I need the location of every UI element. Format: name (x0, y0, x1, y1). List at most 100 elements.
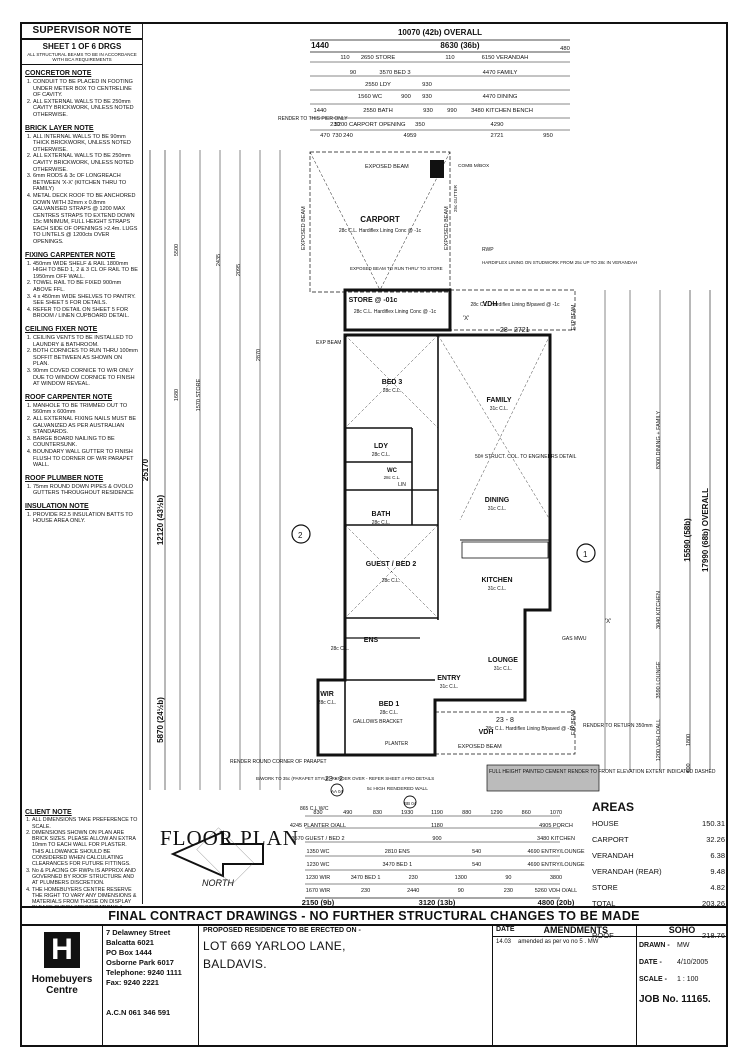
address-line: Osborne Park 6017 (106, 958, 174, 967)
note-item: MANHOLE TO BE TRIMMED OUT TO 560mm x 600… (33, 403, 139, 416)
drawn-label: DRAWN - (639, 942, 670, 949)
wir-sub: 28c C.L. (318, 700, 337, 706)
sheet-count: SHEET 1 OF 6 DRGS (42, 42, 122, 51)
bottom-dimension: 1230 WIR (306, 875, 330, 881)
supervisor-note-title: SUPERVISOR NOTE (22, 24, 142, 40)
note-list: CEILING VENTS TO BE INSTALLED TO LAUNDRY… (25, 335, 139, 388)
left-dimension: 25170 (141, 458, 150, 481)
render-band-note: FULL HEIGHT PAINTED CEMENT RENDER TO FRO… (489, 769, 716, 775)
area-value: 218.76 (702, 931, 725, 940)
top-dimension: 930 (422, 82, 432, 88)
job-number: JOB No. 11165. (639, 994, 711, 1005)
wc-sub: 28c C.L. (384, 475, 401, 480)
bottom-dimension: 2810 ENS (385, 849, 410, 855)
note-section-title: CONCRETOR NOTE (25, 70, 92, 77)
note-item: PROVIDE R2.5 INSULATION BATTS TO HOUSE A… (33, 512, 139, 525)
left-dimension: 12120 (43½b) (156, 495, 165, 546)
bottom-dimension: 2440 (407, 888, 419, 894)
ceiling-line (344, 524, 439, 619)
planter-label: PLANTER (385, 741, 408, 747)
bottom-dimension: 3470 BED 1 (382, 862, 412, 868)
amend-date-header: DATE (496, 926, 515, 933)
bottom-dimension: 1350 WC (307, 849, 330, 855)
top-dimension: 470 (320, 133, 330, 139)
right-dimension: 15590 (58b) (683, 518, 692, 562)
bottom-dimension: 90 (505, 875, 511, 881)
note-item: METAL DECK ROOF TO BE ANCHORED DOWN WITH… (33, 193, 139, 246)
left-dimension: 1570 STORE (196, 378, 202, 411)
left-dimension: 5870 (24½b) (156, 697, 165, 743)
note-item: ALL EXTERNAL WALLS TO BE 250mm CAVITY BR… (33, 99, 139, 119)
top-dimension: 4959 (404, 133, 417, 139)
note-list: MANHOLE TO BE TRIMMED OUT TO 560mm x 600… (25, 403, 139, 469)
right-dimension: 600 (686, 763, 692, 772)
render-band-note-box (486, 764, 600, 792)
note-item: BARGE BOARD NAILING TO BE COUNTERSUNK. (33, 436, 139, 449)
top-dimension: 110 (340, 55, 349, 61)
area-label: STORE (592, 883, 618, 892)
right-dimension: 1200 VDH O/ALL (656, 719, 662, 762)
verandah-top (449, 289, 576, 331)
level-dim: 28 - 2721 (500, 327, 530, 334)
high-wall-note: 5c HIGH RENDERED WALL (367, 786, 428, 792)
bottom-dimension: 3570 GUEST / BED 2 (291, 836, 344, 842)
note-item: ALL INTERNAL WALLS TO BE 90mm THICK BRIC… (33, 134, 139, 154)
top-dimension: 990 (447, 108, 457, 114)
north-label: NORTH (202, 878, 234, 888)
address-line: Fax: 9240 2221 (106, 978, 159, 987)
family-sub: 31c C.L. (490, 406, 509, 412)
note-list: PROVIDE R2.5 INSULATION BATTS TO HOUSE A… (25, 512, 139, 525)
top-dimension: 5200 CARPORT OPENING (335, 122, 406, 128)
exposed-beam-vertical: EXPOSED BEAM (444, 206, 450, 250)
dining-label: DINING (485, 497, 510, 504)
bottom-dimension: 540 (472, 849, 481, 855)
note-section-title: ROOF PLUMBER NOTE (25, 474, 104, 482)
bed3-sub: 28c C.L. (383, 388, 402, 394)
note-item: ALL EXTERNAL FIXING NAILS MUST BE GALVAN… (33, 416, 139, 436)
proposed-text: PROPOSED RESIDENCE TO BE ERECTED ON - (203, 927, 361, 934)
section-marker (576, 543, 596, 563)
top-dimension: 950 (543, 133, 553, 139)
note-item: 90mm COVED CORNICE TO W/R ONLY DUE TO WI… (33, 368, 139, 388)
ens-label: ENS (364, 637, 379, 644)
amend-date: 14.03 (496, 939, 512, 945)
amend-text: amended as per vo no 5 . MW (518, 939, 599, 945)
level-dim: 23 - 2 (325, 776, 343, 783)
area-label: VERANDAH (REAR) (592, 867, 662, 876)
note-section-title: CEILING FIXER NOTE (25, 326, 98, 333)
client-note-title: CLIENT NOTE (25, 809, 72, 816)
exposed-run-note: EXPOSED BEAM TO RUN THRU' TO STORE (350, 266, 443, 271)
exp-beam-label: EXP BEAM (316, 340, 341, 346)
floor-plan-title: FLOOR PLAN (160, 826, 299, 850)
section-marker (330, 783, 344, 797)
sheet-frame (20, 22, 728, 1047)
top-dimension: 2721 (491, 133, 504, 139)
scale-row: SCALE -1 : 100 (637, 971, 727, 988)
note-sections: CONCRETOR NOTECONDUIT TO BE PLACED IN FO… (22, 65, 142, 526)
left-dimension: 1680 (174, 389, 180, 401)
area-value: 6.38 (710, 851, 725, 860)
note-section: CEILING FIXER NOTE CEILING VENTS TO BE IN… (22, 321, 142, 389)
bottom-dimension: 1230 WC (307, 862, 330, 868)
bottom-dimension: 900 (432, 836, 441, 842)
note-item: REFER TO DETAIL ON SHEET 5 FOR BROOM / L… (33, 307, 139, 320)
carport-sub: 28c C.L. Hardiflex Lining Conc @ -1c (339, 228, 422, 234)
top-dimension: 2650 STORE (361, 55, 396, 61)
ldy-label: LDY (374, 443, 388, 450)
exp-beam-vertical: EXP BEAM (571, 305, 577, 330)
note-item: 450mm WIDE SHELF & RAIL 1800mm HIGH TO B… (33, 261, 139, 281)
top-dimension: 4470 DINING (483, 94, 518, 100)
verandah-bottom (434, 711, 576, 755)
section-marker (403, 795, 417, 809)
gas-label: GAS MWU (562, 636, 587, 642)
note-section: ROOF PLUMBER NOTE75mm ROUND DOWN PIPES &… (22, 470, 142, 498)
overall-width: 10070 (42b) OVERALL (398, 28, 482, 37)
bottom-dimension: 5260 VDH O/ALL (535, 888, 578, 894)
note-section: FIXING CARPENTER NOTE450mm WIDE SHELF & … (22, 247, 142, 321)
date-label: DATE - (639, 959, 662, 966)
bottom-dimension: 230 (409, 875, 418, 881)
client-note-item: No & PLACING OF RWPs IS APPROX AND GOVER… (32, 868, 139, 887)
